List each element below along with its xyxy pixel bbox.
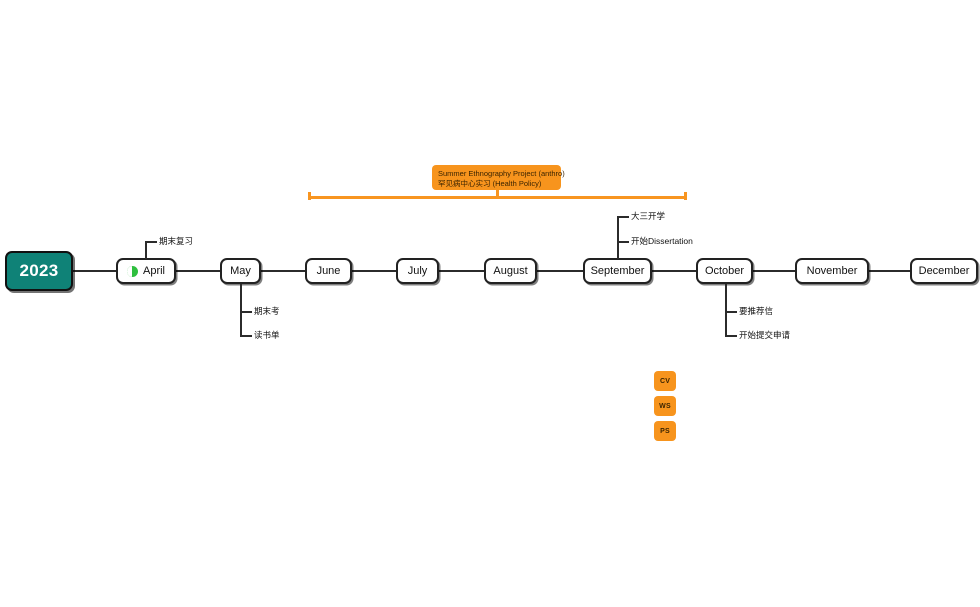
summer-span-start-cap	[308, 192, 311, 200]
branch-label-october-2: 开始提交申请	[739, 330, 791, 340]
branch-label-may-2: 读书单	[254, 330, 280, 340]
summer-span-connector	[496, 188, 499, 198]
branch-tick-september-2	[617, 241, 629, 243]
moon-phase-icon	[126, 265, 138, 277]
month-node-label: June	[316, 265, 341, 277]
doc-badge-label: PS	[660, 427, 670, 435]
timeline-start-node-2023[interactable]: 2023	[5, 251, 73, 291]
summer-span-callout[interactable]: Summer Ethnography Project (anthro) 罕见病中…	[432, 165, 565, 190]
month-node-label: October	[704, 265, 745, 277]
month-node-label: May	[230, 265, 251, 277]
summer-span-callout-line-1: Summer Ethnography Project (anthro)	[438, 169, 565, 178]
month-node-label: April	[142, 265, 165, 277]
branch-label-april-1: 期末复习	[159, 236, 194, 246]
month-node-september[interactable]: September	[583, 258, 652, 284]
branch-stem-may	[240, 284, 242, 336]
doc-badge-cv[interactable]: CV	[654, 371, 676, 391]
month-node-label: December	[918, 265, 970, 277]
branch-stem-april	[145, 241, 147, 259]
branch-stem-october	[725, 284, 727, 336]
month-node-may[interactable]: May	[220, 258, 261, 284]
month-node-august[interactable]: August	[484, 258, 537, 284]
branch-label-september-1: 大三开学	[631, 211, 666, 221]
month-node-july[interactable]: July	[396, 258, 439, 284]
branch-tick-october-1	[725, 311, 737, 313]
month-node-june[interactable]: June	[305, 258, 352, 284]
branch-stem-september	[617, 216, 619, 259]
month-node-label: November	[806, 265, 858, 277]
branch-label-october-1: 要推荐信	[739, 306, 774, 316]
doc-badge-label: WS	[659, 402, 671, 410]
month-node-label: August	[493, 265, 528, 277]
branch-tick-october-2	[725, 335, 737, 337]
doc-badge-ps[interactable]: PS	[654, 421, 676, 441]
branch-tick-april-1	[145, 241, 157, 243]
doc-badge-ws[interactable]: WS	[654, 396, 676, 416]
month-node-label: July	[407, 265, 428, 277]
month-node-december[interactable]: December	[910, 258, 978, 284]
doc-badge-label: CV	[659, 377, 671, 385]
summer-span-callout-line-2: 罕见病中心实习 (Health Policy)	[438, 179, 542, 189]
timeline-start-node-label: 2023	[19, 261, 59, 280]
month-node-november[interactable]: November	[795, 258, 869, 284]
branch-tick-may-2	[240, 335, 252, 337]
month-node-april[interactable]: April	[116, 258, 176, 284]
summer-span-end-cap	[684, 192, 687, 200]
branch-tick-may-1	[240, 311, 252, 313]
month-node-october[interactable]: October	[696, 258, 753, 284]
month-node-label: September	[590, 265, 645, 277]
branch-tick-september-1	[617, 216, 629, 218]
branch-label-september-2: 开始Dissertation	[631, 236, 693, 246]
branch-label-may-1: 期末考	[254, 306, 280, 316]
